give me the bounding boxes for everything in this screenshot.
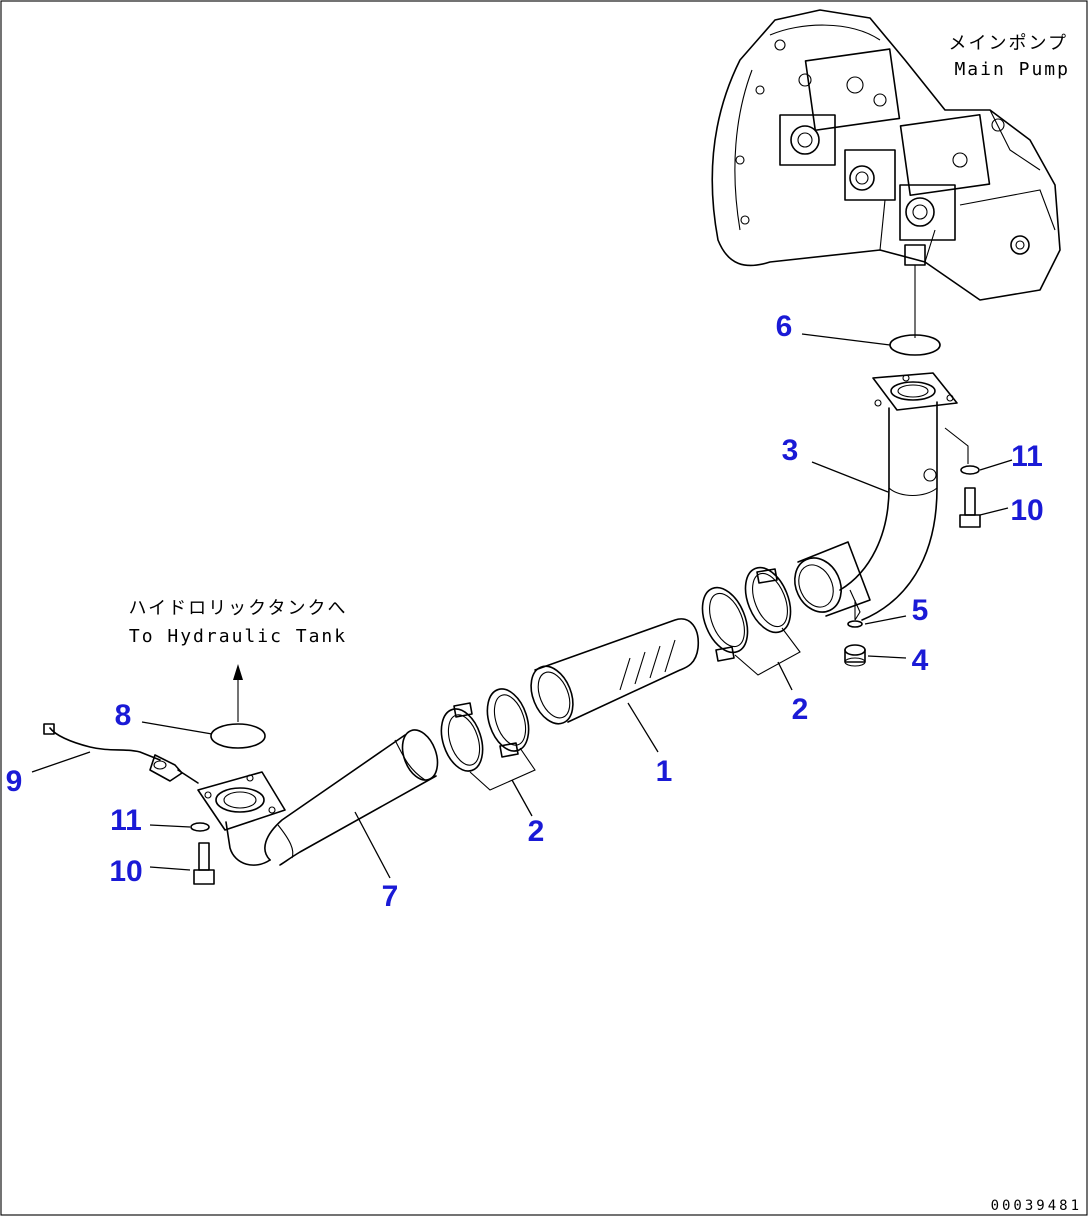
callout-3: 3: [782, 434, 799, 467]
main-pump-drawing: [711, 9, 1061, 338]
main-pump-label-jp: メインポンプ: [949, 33, 1068, 54]
main-pump-label-en: Main Pump: [954, 59, 1070, 80]
callout-7: 7: [382, 880, 399, 913]
callout-6: 6: [776, 310, 793, 343]
elbow-pipe-part-3: [794, 372, 958, 621]
sensor-part-9: [43, 723, 199, 784]
callout-4: 4: [912, 644, 929, 677]
callout-11-lower: 11: [110, 804, 142, 837]
pipe-part-7: [197, 729, 439, 866]
clamp-leader-bracket-left: [469, 747, 536, 791]
hydraulic-tank-label-jp: ハイドロリックタンクへ: [129, 598, 348, 619]
arrow-up-icon: [233, 664, 243, 680]
bolt-part-10-lower: [193, 842, 215, 885]
callout-9: 9: [6, 765, 23, 798]
bolt-part-10-upper: [959, 487, 981, 528]
callout-2-left: 2: [528, 815, 545, 848]
hose-clamps-part-2-right: [701, 566, 792, 662]
hose-clamps-part-2-left: [440, 688, 530, 772]
callout-10-lower: 10: [109, 855, 142, 888]
callout-5: 5: [912, 594, 929, 627]
callout-10-upper: 10: [1010, 494, 1043, 527]
clamp-leader-bracket-right: [734, 627, 801, 676]
leader-lines: [31, 333, 1013, 879]
callout-2-right: 2: [792, 693, 809, 726]
hydraulic-tank-label-en: To Hydraulic Tank: [129, 626, 347, 647]
washer-part-5: [847, 620, 863, 628]
o-ring-part-8: [210, 723, 266, 749]
rubber-hose-part-1: [530, 618, 700, 725]
callout-8: 8: [115, 699, 132, 732]
callouts: 6 3 11 10 5 4 2 1 2 7 8 9 11 10: [6, 310, 1044, 913]
washer-part-11-upper: [960, 465, 980, 475]
callout-1: 1: [656, 755, 673, 788]
document-id: 00039481: [991, 1198, 1082, 1214]
plug-part-4: [844, 644, 866, 667]
callout-11-upper: 11: [1011, 440, 1043, 473]
washer-part-11-lower: [190, 822, 210, 832]
